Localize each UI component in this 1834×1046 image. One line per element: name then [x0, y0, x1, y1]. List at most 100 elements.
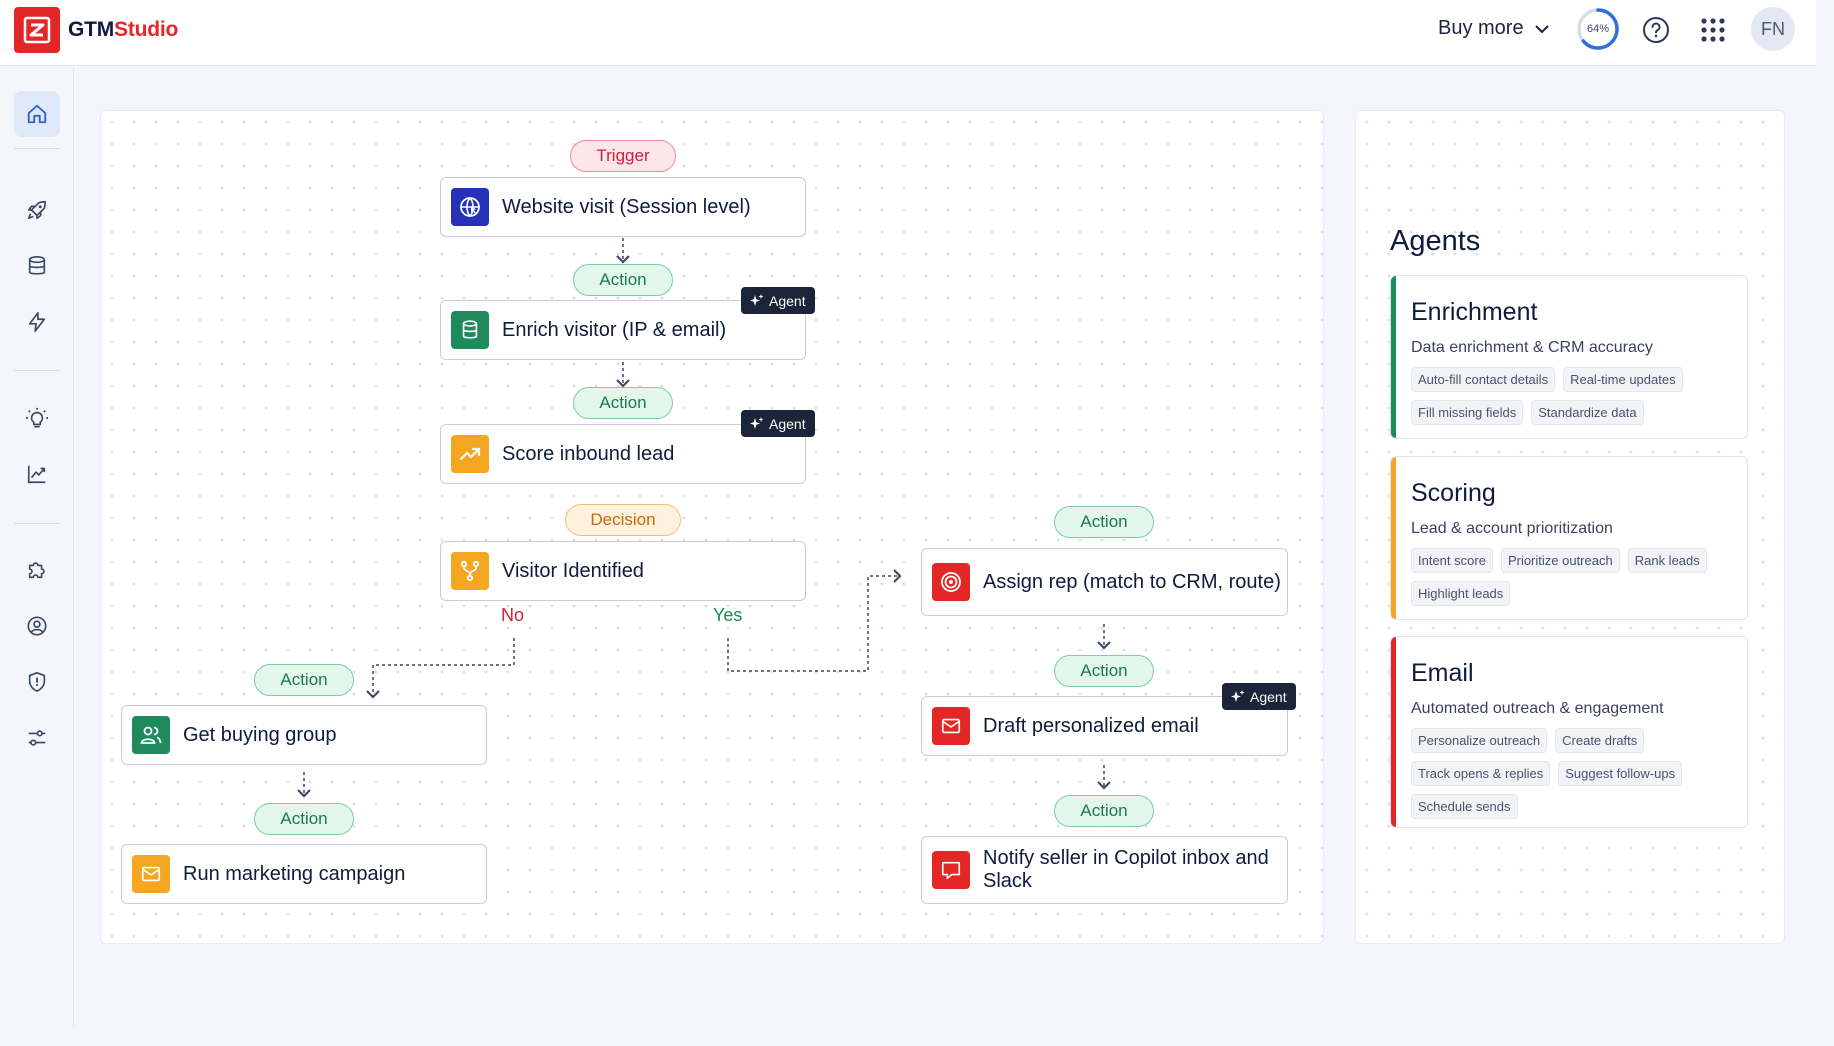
- node-visitor-identified[interactable]: Visitor Identified: [440, 541, 806, 601]
- agent-tag[interactable]: Agent: [1222, 683, 1296, 710]
- agent-card-description: Automated outreach & engagement: [1411, 700, 1664, 717]
- node-label: Score inbound lead: [502, 442, 675, 465]
- agent-tags: Intent score Prioritize outreach Rank le…: [1411, 548, 1731, 606]
- action-pill: Action: [1054, 506, 1154, 538]
- agent-card-description: Data enrichment & CRM accuracy: [1411, 339, 1653, 356]
- agent-tag-label: Agent: [1250, 688, 1287, 705]
- user-circle-icon: [27, 616, 47, 636]
- node-enrich-visitor[interactable]: Enrich visitor (IP & email): [440, 300, 806, 360]
- trending-up-icon: [451, 435, 489, 473]
- target-icon: [932, 563, 970, 601]
- sidebar-item-security[interactable]: [14, 659, 60, 705]
- agent-card-description: Lead & account prioritization: [1411, 520, 1613, 537]
- node-website-visit[interactable]: Website visit (Session level): [440, 177, 806, 237]
- node-label: Assign rep (match to CRM, route): [983, 570, 1281, 593]
- agent-chip: Prioritize outreach: [1500, 548, 1620, 573]
- action-pill: Action: [254, 664, 354, 696]
- agent-tag[interactable]: Agent: [741, 287, 815, 314]
- agents-title: Agents: [1390, 225, 1481, 257]
- agent-chip: Suggest follow-ups: [1558, 761, 1683, 786]
- agent-chip: Personalize outreach: [1411, 728, 1548, 753]
- avatar[interactable]: FN: [1751, 7, 1795, 51]
- agent-chip: Auto-fill contact details: [1411, 367, 1556, 392]
- buy-more-dropdown[interactable]: Buy more: [1438, 17, 1550, 40]
- agent-chip: Highlight leads: [1411, 581, 1511, 606]
- sidebar: [0, 67, 74, 1027]
- sidebar-item-home[interactable]: [14, 91, 60, 137]
- trigger-pill: Trigger: [570, 140, 676, 172]
- agent-color-bar: [1391, 637, 1396, 827]
- agent-chip: Track opens & replies: [1411, 761, 1551, 786]
- agent-card-title: Enrichment: [1411, 298, 1538, 326]
- usage-percent: 64%: [1586, 23, 1610, 35]
- action-pill: Action: [573, 387, 673, 419]
- agent-tag-label: Agent: [769, 415, 806, 432]
- chart-icon: [27, 465, 46, 484]
- sidebar-item-integrations[interactable]: [14, 547, 60, 593]
- agent-chip: Real-time updates: [1563, 367, 1683, 392]
- branch-yes-label: Yes: [713, 605, 743, 625]
- sparkle-icon: [750, 416, 764, 429]
- agent-card-title: Email: [1411, 659, 1474, 687]
- bottom-ruler: [0, 1027, 1834, 1046]
- branch-icon: [451, 552, 489, 590]
- decision-pill: Decision: [565, 504, 681, 536]
- bolt-icon: [28, 312, 46, 332]
- agent-chip: Fill missing fields: [1411, 400, 1524, 425]
- agent-card-email[interactable]: Email Automated outreach & engagement Pe…: [1390, 636, 1748, 828]
- node-label: Notify seller in Copilot inbox and Slack: [983, 847, 1269, 892]
- buy-more-label: Buy more: [1438, 17, 1524, 39]
- sidebar-item-settings[interactable]: [14, 715, 60, 761]
- node-notify-seller[interactable]: Notify seller in Copilot inbox and Slack: [921, 836, 1288, 904]
- apps-grid-icon[interactable]: [1700, 17, 1726, 43]
- agent-card-title: Scoring: [1411, 479, 1496, 507]
- node-label: Run marketing campaign: [183, 862, 406, 885]
- node-get-buying-group[interactable]: Get buying group: [121, 705, 487, 765]
- node-label: Website visit (Session level): [502, 195, 751, 218]
- chevron-down-icon: [1534, 24, 1549, 33]
- node-assign-rep[interactable]: Assign rep (match to CRM, route): [921, 548, 1288, 616]
- brand-primary: GTM: [68, 18, 115, 41]
- agent-chip: Create drafts: [1555, 728, 1645, 753]
- globe-icon: [451, 188, 489, 226]
- agent-card-enrichment[interactable]: Enrichment Data enrichment & CRM accurac…: [1390, 275, 1748, 439]
- database-icon: [28, 256, 46, 275]
- agent-tag-label: Agent: [769, 292, 806, 309]
- top-bar: GTMStudio Buy more 64% FN: [0, 0, 1816, 66]
- agent-tags: Personalize outreach Create drafts Track…: [1411, 728, 1731, 819]
- node-label: Visitor Identified: [502, 559, 644, 582]
- action-pill: Action: [1054, 795, 1154, 827]
- agent-chip: Intent score: [1411, 548, 1493, 573]
- sidebar-item-insights[interactable]: [14, 395, 60, 441]
- agent-color-bar: [1391, 457, 1396, 619]
- node-label: Get buying group: [183, 723, 337, 746]
- sidebar-item-launch[interactable]: [14, 187, 60, 233]
- sidebar-divider: [14, 148, 60, 149]
- sidebar-item-data[interactable]: [14, 243, 60, 289]
- node-label: Enrich visitor (IP & email): [502, 318, 727, 341]
- sliders-icon: [28, 730, 46, 746]
- sidebar-divider: [14, 370, 60, 371]
- action-pill: Action: [1054, 655, 1154, 687]
- agent-tag[interactable]: Agent: [741, 410, 815, 437]
- node-run-campaign[interactable]: Run marketing campaign: [121, 844, 487, 904]
- help-icon[interactable]: [1642, 16, 1670, 44]
- message-icon: [932, 851, 970, 889]
- agent-chip: Rank leads: [1627, 548, 1707, 573]
- branch-no-label: No: [501, 605, 525, 625]
- mail-icon: [132, 855, 170, 893]
- agent-card-scoring[interactable]: Scoring Lead & account prioritization In…: [1390, 456, 1748, 620]
- agent-chip: Schedule sends: [1411, 794, 1518, 819]
- mail-icon: [932, 707, 970, 745]
- agent-chip: Standardize data: [1531, 400, 1644, 425]
- sidebar-item-analytics[interactable]: [14, 451, 60, 497]
- sidebar-divider: [14, 523, 60, 524]
- shield-icon: [28, 672, 46, 692]
- logo-icon[interactable]: [14, 7, 60, 53]
- action-pill: Action: [254, 803, 354, 835]
- usage-progress[interactable]: 64%: [1576, 7, 1620, 51]
- sidebar-item-automations[interactable]: [14, 299, 60, 345]
- sidebar-item-account[interactable]: [14, 603, 60, 649]
- node-score-lead[interactable]: Score inbound lead: [440, 424, 806, 484]
